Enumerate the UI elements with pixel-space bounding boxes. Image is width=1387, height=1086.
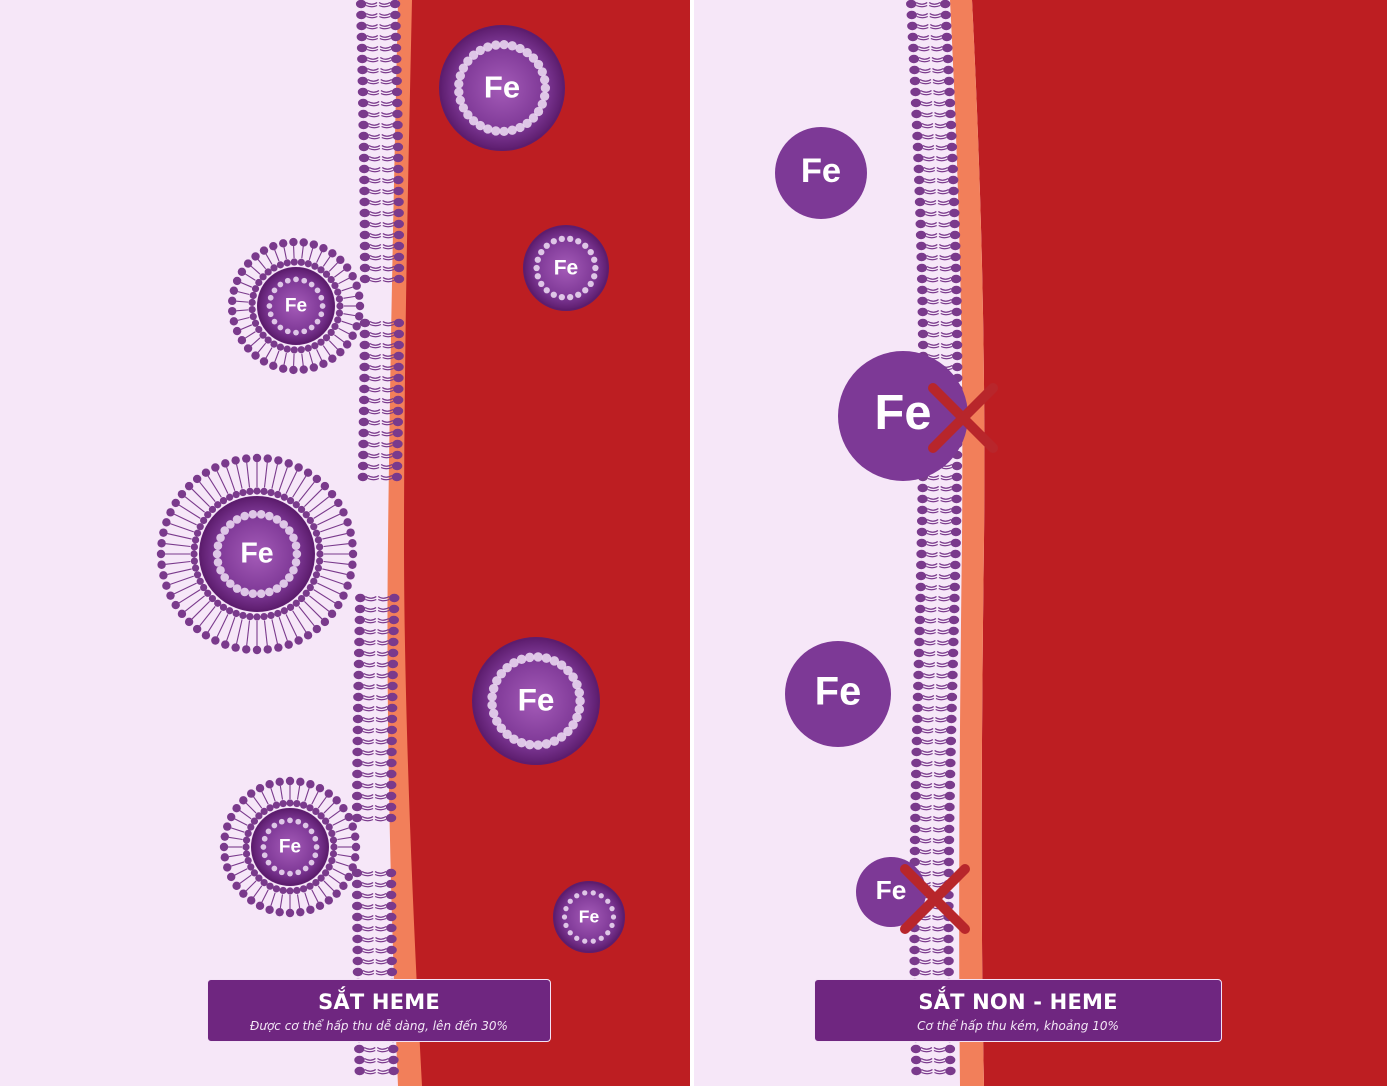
absorbed-iron-particle: Fe: [472, 637, 600, 765]
liposome-core: Fe: [251, 808, 329, 886]
liposome-iron-icon: Fe: [219, 776, 361, 918]
non-heme-subtitle: Cơ thể hấp thu kém, khoảng 10%: [917, 1019, 1119, 1033]
iron-particle-icon: Fe: [785, 641, 891, 747]
cross-block-icon: [900, 864, 970, 934]
iron-symbol-label: Fe: [240, 538, 273, 570]
panel-divider: [690, 0, 694, 1086]
iron-symbol-label: Fe: [518, 681, 555, 717]
liposome-core: Fe: [257, 267, 335, 345]
absorbed-iron-particle: Fe: [553, 881, 625, 953]
iron-symbol-label: Fe: [285, 296, 307, 317]
heme-caption-box: SẮT HEME Được cơ thể hấp thu dễ dàng, lê…: [207, 979, 551, 1042]
liposome-core: Fe: [199, 496, 315, 612]
iron-symbol-label: Fe: [875, 386, 932, 440]
liposome-iron-icon: Fe: [156, 453, 358, 655]
iron-symbol-label: Fe: [579, 906, 600, 926]
left-blood-vessel: [402, 0, 690, 1086]
iron-symbol-label: Fe: [279, 837, 301, 858]
iron-symbol-label: Fe: [876, 875, 907, 905]
absorbed-iron-particle: Fe: [523, 225, 609, 311]
iron-symbol-label: Fe: [554, 256, 579, 279]
left-cell-membrane: [351, 0, 405, 1076]
cross-block-icon: [928, 383, 998, 453]
iron-symbol-label: Fe: [484, 69, 520, 104]
heme-title: SẮT HEME: [318, 990, 440, 1014]
iron-particle-icon: Fe: [838, 351, 968, 481]
liposome-iron-icon: Fe: [228, 237, 365, 375]
non-heme-caption-box: SẮT NON - HEME Cơ thể hấp thu kém, khoản…: [814, 979, 1222, 1042]
iron-symbol-label: Fe: [801, 152, 841, 190]
non-heme-title: SẮT NON - HEME: [918, 990, 1118, 1014]
blocked-absorption-marks: [900, 383, 998, 934]
iron-particle-icon: Fe: [775, 127, 867, 219]
right-vessel-wall: [950, 0, 985, 1086]
iron-symbol-label: Fe: [815, 670, 861, 714]
absorbed-iron-particle: Fe: [439, 25, 565, 151]
right-blood-vessel: [972, 0, 1387, 1086]
heme-subtitle: Được cơ thể hấp thu dễ dàng, lên đến 30%: [250, 1019, 508, 1033]
